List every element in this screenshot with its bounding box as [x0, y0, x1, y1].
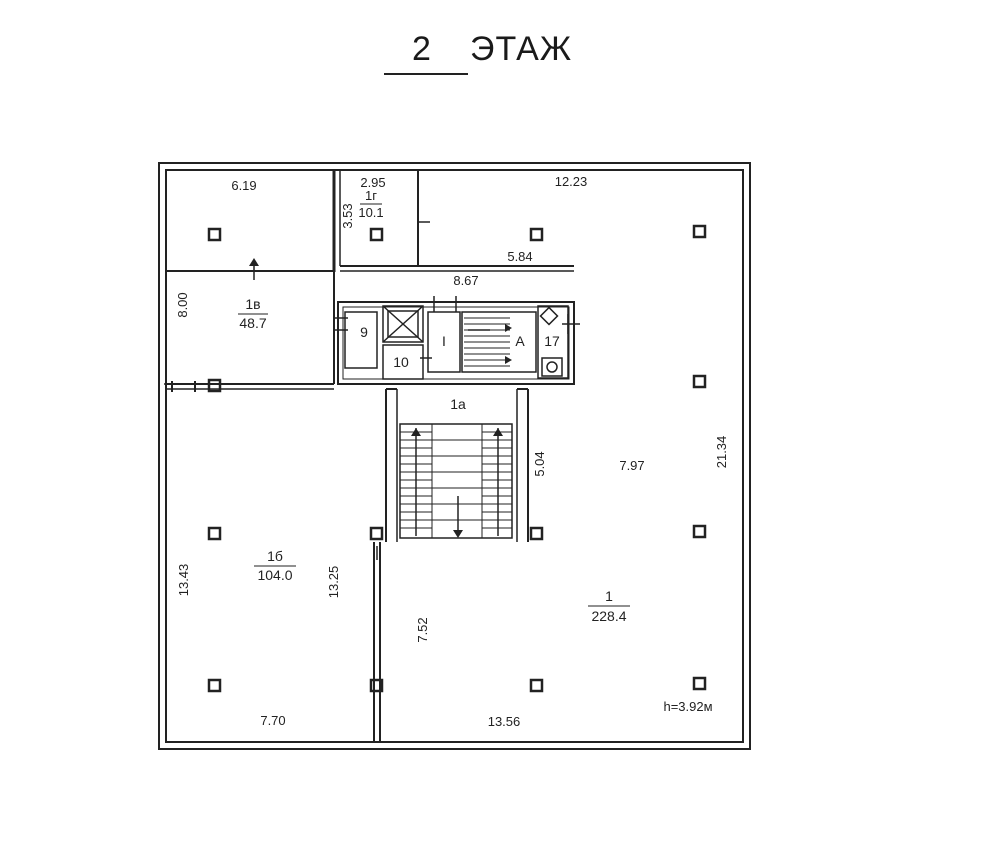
room-labels: 1 228.4 1а 1б 104.0 1в 48.7 1г 10.1 9 10…	[239, 188, 626, 624]
room-1b-name: 1б	[267, 548, 283, 564]
floor-title: ЭТАЖ	[470, 30, 573, 68]
dimension-top-right: 12.23	[555, 174, 588, 189]
room-1a-name: 1а	[450, 396, 466, 412]
dimension-1b-bottom: 7.70	[260, 713, 285, 728]
stair-arrows	[411, 324, 512, 538]
room-9-name: 9	[360, 324, 368, 340]
dimension-room-1-inner: 7.97	[619, 458, 644, 473]
dimension-room-1-bottom: 13.56	[488, 714, 521, 729]
dimension-1b-right: 13.25	[326, 566, 341, 599]
room-1-area: 228.4	[591, 608, 626, 624]
core-stair	[464, 317, 510, 367]
room-A-name: A	[515, 333, 525, 349]
dimension-1g-width: 2.95	[360, 175, 385, 190]
room-1v-name: 1в	[245, 296, 260, 312]
room-1b-area: 104.0	[257, 567, 292, 583]
room-I-name: I	[442, 333, 446, 349]
room-1g-name: 1г	[365, 188, 377, 203]
core-rooms	[344, 305, 569, 380]
dimension-corridor: 5.84	[507, 249, 532, 264]
ceiling-height: h=3.92м	[663, 699, 712, 714]
floor-number-underline	[384, 73, 468, 75]
columns	[207, 224, 707, 693]
interior-walls	[166, 170, 575, 742]
dimension-1v-top: 6.19	[231, 178, 256, 193]
room-1-name: 1	[605, 588, 613, 604]
floor-number: 2	[412, 30, 431, 68]
entrance-arrow	[249, 258, 259, 280]
dimension-1v-height: 8.00	[175, 292, 190, 317]
dimension-stair-height: 5.04	[532, 451, 547, 476]
area-underlines	[238, 203, 630, 607]
dimension-1g-height: 3.53	[340, 203, 355, 228]
dimension-labels: 6.19 2.95 12.23 3.53 5.84 8.67 8.00 5.04…	[175, 174, 729, 729]
room-1v-area: 48.7	[239, 315, 266, 331]
room-1g-area: 10.1	[358, 205, 383, 220]
plan-header: 2 ЭТАЖ	[0, 0, 1007, 110]
dimension-total-height: 21.34	[714, 436, 729, 469]
door-marks	[164, 221, 580, 560]
room-17-name: 17	[544, 333, 560, 349]
dimension-1b-left: 13.43	[176, 564, 191, 597]
main-stair	[399, 423, 513, 539]
dimension-core-width: 8.67	[453, 273, 478, 288]
outer-walls	[158, 162, 751, 750]
dimension-room-1-left: 7.52	[415, 617, 430, 642]
room-10-name: 10	[393, 354, 409, 370]
